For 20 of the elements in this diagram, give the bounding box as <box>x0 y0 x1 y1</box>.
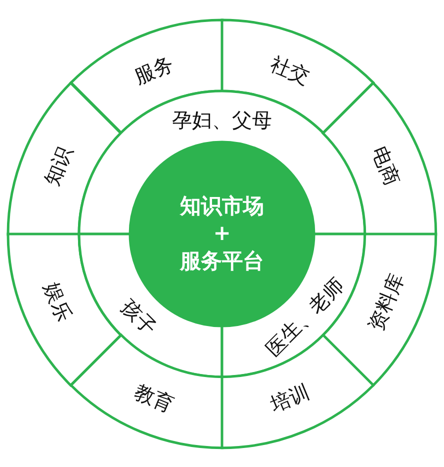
segment-label: 娱乐 <box>40 279 76 325</box>
segment-label: 服务 <box>131 52 177 88</box>
ring-segment <box>70 335 222 448</box>
segment-label: 知识 <box>40 143 76 189</box>
ring-segment <box>8 234 121 386</box>
segment-label: 资料库 <box>364 270 408 334</box>
segment-label: 孩子 <box>117 294 162 339</box>
center-label: 服务平台 <box>180 248 264 275</box>
segment-label: 社交 <box>267 52 313 88</box>
ring-segment <box>70 20 222 133</box>
segment-label: 孕妇、父母 <box>172 109 272 131</box>
ring-segment <box>323 82 436 234</box>
center-label: + <box>213 220 231 248</box>
segment-label: 医生、老师 <box>262 274 348 360</box>
segment-label: 教育 <box>131 380 177 416</box>
segment-label: 电商 <box>368 143 404 189</box>
ring-segment <box>8 82 121 234</box>
ring-segment <box>222 20 374 133</box>
center-label: 知识市场 <box>180 193 264 220</box>
segment-label: 培训 <box>267 380 313 416</box>
